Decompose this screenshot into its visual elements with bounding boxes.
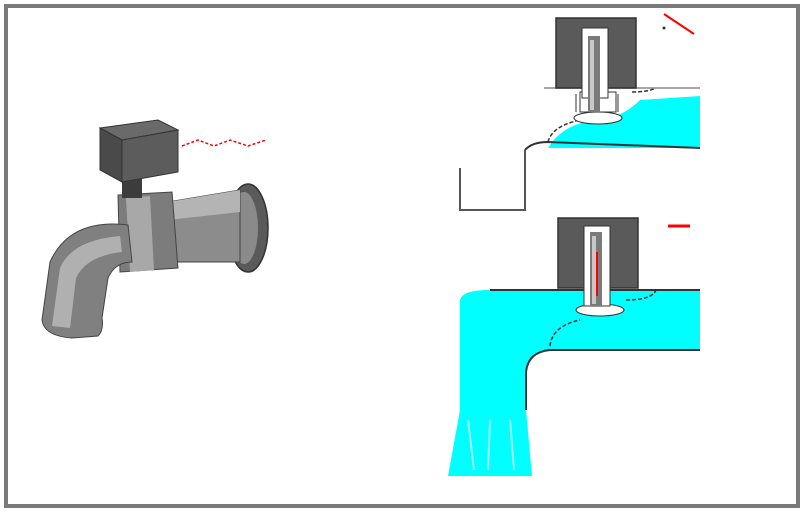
valve-open-icon bbox=[448, 217, 700, 476]
closed-indicator bbox=[663, 13, 695, 35]
valve-closed-icon bbox=[459, 13, 701, 211]
label-line bbox=[181, 139, 267, 147]
faucet-icon bbox=[41, 119, 269, 339]
